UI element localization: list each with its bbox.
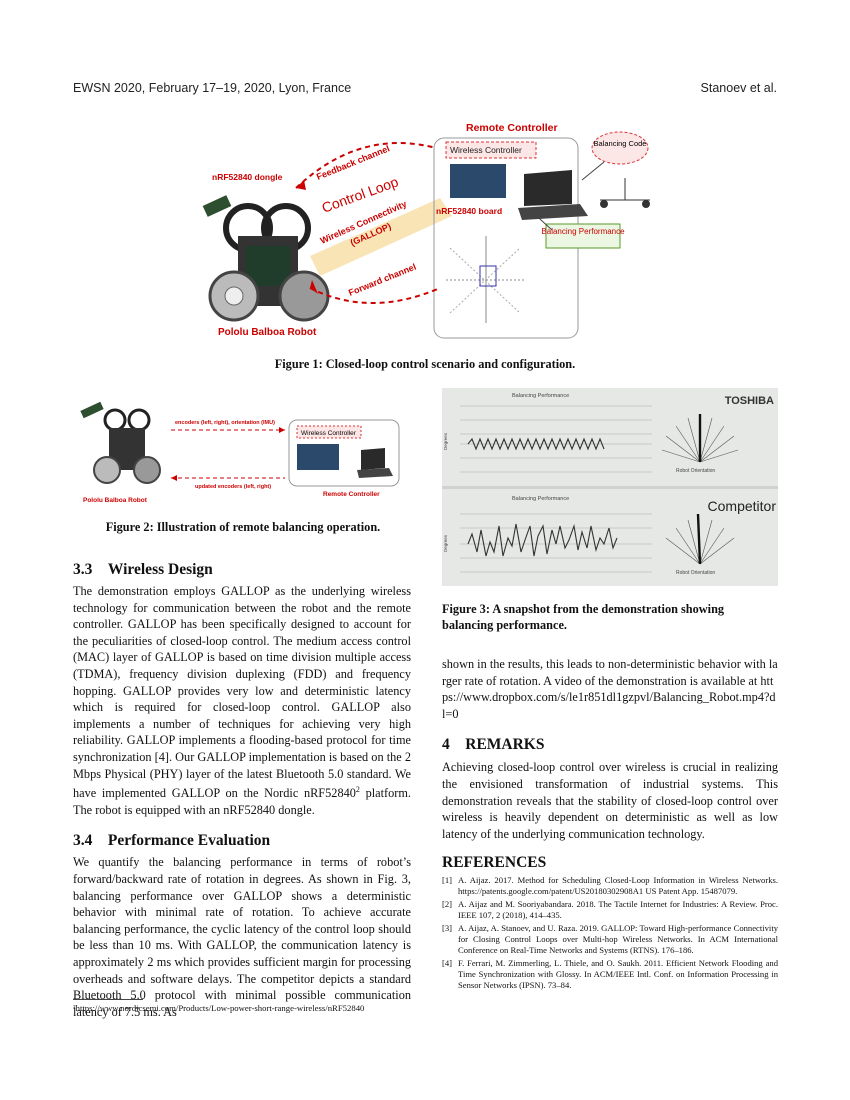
- competitor-trace: [467, 523, 618, 557]
- running-header-left: EWSN 2020, February 17–19, 2020, Lyon, F…: [73, 81, 352, 95]
- section-3-3-text: The demonstration employs GALLOP as the …: [73, 584, 411, 801]
- footnote-rule: [73, 999, 143, 1000]
- top-orientation-label: Robot Orientation: [676, 468, 715, 474]
- cart-diagram: [600, 178, 650, 208]
- robot-illustration: [208, 203, 330, 322]
- section-4-title: 4 REMARKS: [442, 736, 545, 754]
- figure-3-photo: Balancing Performance Degrees Robot Orie…: [442, 388, 778, 586]
- running-header-right: Stanoev et al.: [700, 81, 777, 95]
- figure-1-caption: Figure 1: Closed-loop control scenario a…: [274, 357, 576, 371]
- figure-1-diagram: Remote Controller Wireless Controller Ba…: [202, 122, 650, 339]
- feedback-channel-label: Feedback channel: [315, 143, 391, 182]
- robot-label: Pololu Balboa Robot: [218, 327, 317, 338]
- remote-controller-label: Remote Controller: [466, 122, 558, 134]
- figure-2-caption: Figure 2: Illustration of remote balanci…: [105, 520, 381, 534]
- section-3-3-title: 3.3 Wireless Design: [73, 561, 213, 578]
- results-continuation: shown in the results, this leads to non-…: [442, 657, 778, 721]
- board-label: nRF52840 board: [436, 206, 502, 216]
- fig2-wireless-controller-label: Wireless Controller: [301, 430, 357, 437]
- forward-channel-arrow: [309, 287, 441, 304]
- balancing-code-bubble: [591, 131, 649, 165]
- connectivity-band: [310, 198, 452, 276]
- bottom-chart-title: Balancing Performance: [512, 496, 569, 502]
- fig2-robot-label: Pololu Balboa Robot: [83, 497, 148, 504]
- bottom-balancing-panel: Balancing Performance Degrees Robot Orie…: [443, 496, 776, 576]
- board-image: [450, 164, 506, 198]
- right-column: shown in the results, this leads to non-…: [442, 656, 778, 993]
- bottom-degrees-label: Degrees: [443, 534, 448, 552]
- figure-1: Remote Controller Wireless Controller Ba…: [200, 118, 670, 350]
- competitor-label: Competitor: [708, 498, 777, 514]
- top-degrees-label: Degrees: [443, 432, 448, 450]
- orientation-graph-image: [446, 236, 526, 323]
- updated-encoders-label: updated encoders (left, right): [195, 484, 271, 490]
- gallop-trace: [467, 437, 605, 451]
- toshiba-label: TOSHIBA: [725, 395, 774, 407]
- top-balancing-panel: Balancing Performance Degrees Robot Orie…: [443, 393, 774, 474]
- references-list: [1]A. Aijaz. 2017. Method for Scheduling…: [442, 875, 778, 991]
- reference-item: [3]A. Aijaz, A. Stanoev, and U. Raza. 20…: [442, 923, 778, 956]
- reference-item: [2]A. Aijaz and M. Sooriyabandara. 2018.…: [442, 899, 778, 921]
- encoders-label: encoders (left, right), orientation (IMU…: [175, 420, 275, 426]
- section-4-body: Achieving closed-loop control over wirel…: [442, 760, 778, 841]
- wireless-controller-label: Wireless Controller: [450, 145, 522, 155]
- feedback-channel-arrow: [295, 142, 437, 189]
- section-3-4-title: 3.4 Performance Evaluation: [73, 832, 271, 850]
- section-3-3-body: The demonstration employs GALLOP as the …: [73, 583, 411, 818]
- dongle-image: [202, 195, 232, 217]
- figure-2: encoders (left, right), orientation (IMU…: [75, 398, 411, 506]
- reference-item: [4]F. Ferrari, M. Zimmerling, L. Thiele,…: [442, 958, 778, 991]
- dongle-label: nRF52840 dongle: [212, 172, 283, 182]
- fig2-remote-label: Remote Controller: [323, 491, 380, 498]
- footnote-marker: 2: [355, 785, 360, 795]
- balancing-performance-label: Balancing Performance: [541, 227, 625, 236]
- figure-3: Balancing Performance Degrees Robot Orie…: [442, 388, 778, 586]
- top-chart-title: Balancing Performance: [512, 393, 569, 399]
- balancing-code-label: Balancing Code: [594, 139, 647, 148]
- laptop-image: [524, 170, 572, 206]
- footnote: ²https://www.nordicsemi.com/Products/Low…: [73, 1003, 365, 1013]
- reference-item: [1]A. Aijaz. 2017. Method for Scheduling…: [442, 875, 778, 897]
- figure-3-caption: Figure 3: A snapshot from the demonstrat…: [442, 602, 725, 632]
- section-3-3-text-end: platform. The robot is equipped with an …: [73, 786, 411, 817]
- section-3-4-body: We quantify the balancing performance in…: [73, 855, 411, 1019]
- bottom-orientation-label: Robot Orientation: [676, 570, 715, 576]
- figure-2-diagram: encoders (left, right), orientation (IMU…: [80, 401, 400, 504]
- forward-channel-label: Forward channel: [347, 262, 418, 298]
- left-column: 3.3 Wireless Design The demonstration em…: [73, 561, 411, 1020]
- references-title: REFERENCES: [442, 854, 547, 872]
